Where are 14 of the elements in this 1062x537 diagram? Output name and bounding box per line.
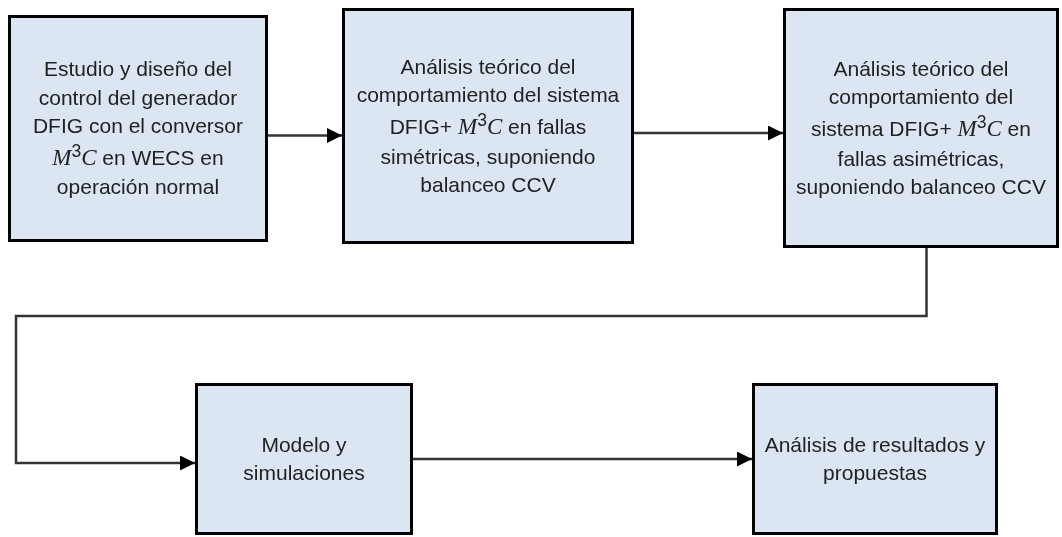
process-box	[342, 8, 634, 244]
box-text: Análisis teórico del comportamiento del sistema DFIG+ M$^{3}$C en fallas simétricas, suponiendo balanceo CCV	[355, 53, 621, 198]
process-box	[752, 383, 998, 535]
process-box	[195, 383, 413, 535]
arrow	[268, 128, 342, 143]
process-box	[783, 8, 1059, 248]
box-text: Modelo y simulaciones	[242, 431, 366, 486]
arrow	[634, 125, 783, 141]
process-box	[8, 15, 268, 242]
box-text: Análisis teórico del comportamiento del sistema DFIG+ M$^{3}$C en fallas asimétricas, suponiendo balanceo CCV	[795, 55, 1047, 200]
box-text: Estudio y diseño del control del generador DFIG con el conversor M$^{3}$C en WECS en operación normal	[31, 56, 245, 201]
arrow	[413, 451, 752, 467]
box-text: Análisis de resultados y propuestas	[763, 431, 987, 486]
arrow	[14, 248, 928, 471]
